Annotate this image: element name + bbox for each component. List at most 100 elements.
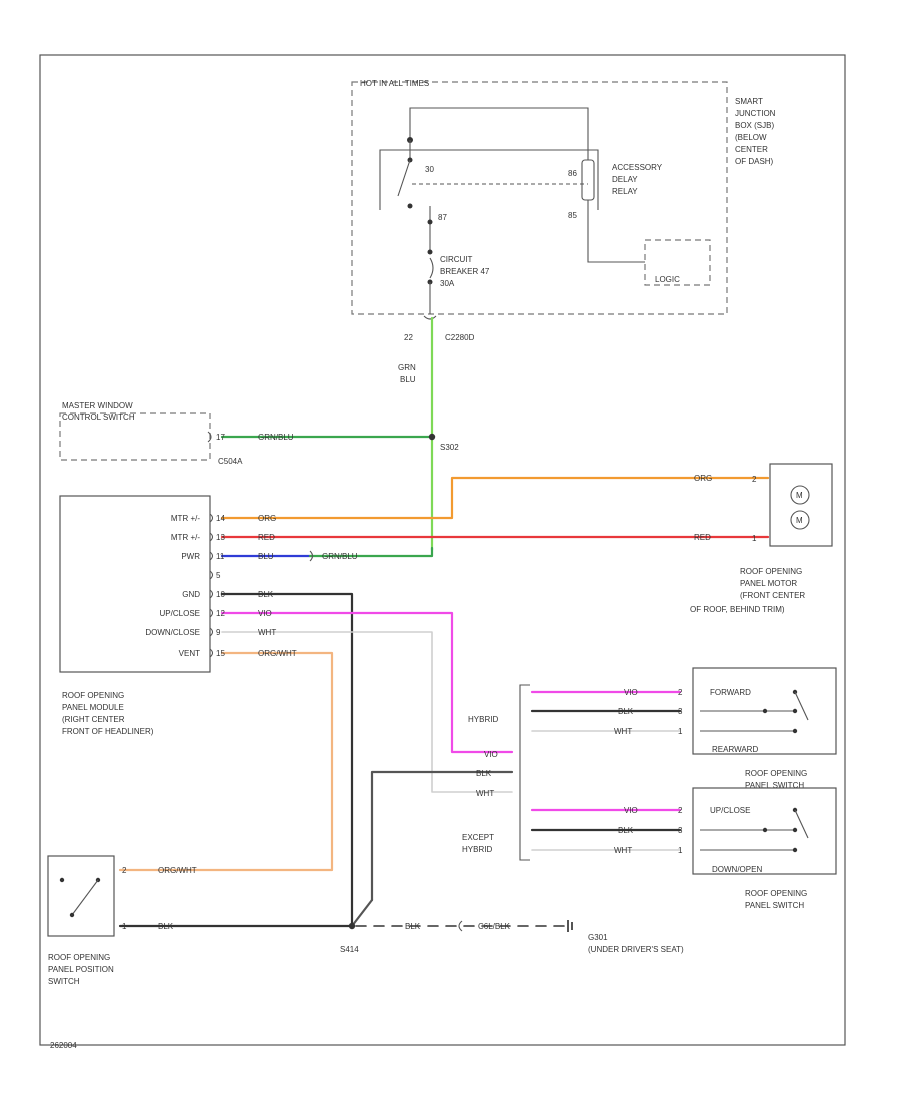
wire-org <box>220 476 770 520</box>
wire-label-blu: BLU <box>400 375 416 384</box>
module-pin-connector-icon <box>209 648 214 658</box>
motor-name-1: ROOF OPENING <box>740 567 802 576</box>
splice-s302-label: S302 <box>440 443 459 452</box>
wires: GRN BLU S302 GRN/BLU ORG ORG RED RED BLU… <box>118 316 770 954</box>
wire-label-org-wht-2: ORG/WHT <box>158 866 197 875</box>
hybrid-wire-wht: WHT <box>614 727 632 736</box>
wire-label-blu-pwr: BLU <box>258 552 274 561</box>
master-window-switch: MASTER WINDOW CONTROL SWITCH 17 C504A <box>59 401 243 466</box>
except-hybrid-roof-switch: VIO BLK WHT 2 3 1 UP/CLOSE DOWN/OPEN ROO… <box>530 787 837 910</box>
module-pin-connector-icon <box>209 532 214 542</box>
hybrid-roof-switch: VIO BLK WHT 2 3 1 FORWARD REARWARD ROOF … <box>530 667 837 790</box>
except-upclose-label: UP/CLOSE <box>710 806 750 815</box>
roof-panel-position-switch: 2 1 ROOF OPENING PANEL POSITION SWITCH <box>47 855 127 986</box>
module-pin-number: 9 <box>216 628 221 637</box>
master-switch-pin: 17 <box>216 433 225 442</box>
module-name-4: FRONT OF HEADLINER) <box>62 727 154 736</box>
motor-name-3: (FRONT CENTER <box>740 591 805 600</box>
relay-coil-icon <box>581 159 595 201</box>
master-switch-connector: C504A <box>218 457 243 466</box>
ground-connector-label: C6L/BLK <box>478 922 511 931</box>
module-pin-connector-icon <box>209 608 214 618</box>
except-downopen-label: DOWN/OPEN <box>712 865 762 874</box>
pin-87-label: 87 <box>438 213 447 222</box>
splice-s414-label: S414 <box>340 945 359 954</box>
hybrid-switch-contact-icon <box>794 691 809 721</box>
logic-box <box>644 239 711 286</box>
hot-at-all-times-label: HOT IN ALL TIMES <box>360 79 429 88</box>
module-pin-label: DOWN/CLOSE <box>145 628 200 637</box>
module-pin-number: 12 <box>216 609 225 618</box>
motor-symbol-top: M <box>796 491 803 500</box>
wire-label-grn: GRN <box>398 363 416 372</box>
except-wire-wht: WHT <box>614 846 632 855</box>
hybrid-label: HYBRID <box>468 715 498 724</box>
hybrid-pin-1: 2 <box>678 688 683 697</box>
relay-contact-arm <box>397 159 411 197</box>
sjb-name-3: BOX (SJB) <box>735 121 774 130</box>
except-pin-3: 1 <box>678 846 683 855</box>
motor-name-2: PANEL MOTOR <box>740 579 797 588</box>
wire-blk-gnd <box>220 592 354 928</box>
wire-label-grn-blu-2: GRN/BLU <box>322 552 358 561</box>
hybrid-switch-name-1: ROOF OPENING <box>745 769 807 778</box>
splice-s414-dot <box>348 922 356 930</box>
hybrid-switch-name-2: PANEL SWITCH <box>745 781 804 790</box>
roof-panel-motor: 2 1 M M ROOF OPENING PANEL MOTOR (FRONT … <box>690 463 833 614</box>
sjb-name-4: (BELOW <box>735 133 767 142</box>
sjb-name-1: SMART <box>735 97 763 106</box>
breaker-label-3: 30A <box>440 279 455 288</box>
ground-name-2: (UNDER DRIVER'S SEAT) <box>588 945 684 954</box>
module-pin-label: PWR <box>181 552 200 561</box>
except-wire-vio: VIO <box>624 806 638 815</box>
pin-85-label: 85 <box>568 211 577 220</box>
hybrid-pin-2: 3 <box>678 707 683 716</box>
module-pin-label: GND <box>182 590 200 599</box>
module-pin-number: 14 <box>216 514 225 523</box>
logic-label: LOGIC <box>655 275 680 284</box>
position-switch-pin-1: 1 <box>122 922 127 931</box>
except-switch-name-2: PANEL SWITCH <box>745 901 804 910</box>
module-name-3: (RIGHT CENTER <box>62 715 125 724</box>
ground-wire-label: BLK <box>405 922 421 931</box>
motor-icon-bottom <box>790 510 810 530</box>
hybrid-forward-label: FORWARD <box>710 688 751 697</box>
module-pin-connector-icon <box>209 589 214 599</box>
module-pin-connector-icon <box>209 570 214 580</box>
wire-label-org-2: ORG <box>694 474 712 483</box>
hybrid-rearward-label: REARWARD <box>712 745 758 754</box>
module-name-1: ROOF OPENING <box>62 691 124 700</box>
module-name-2: PANEL MODULE <box>62 703 124 712</box>
breaker-label-2: BREAKER 47 <box>440 267 490 276</box>
wire-label-wht-2: WHT <box>476 789 494 798</box>
position-switch-contact-icon <box>71 879 99 916</box>
smart-junction-box: HOT IN ALL TIMES SMART JUNCTION BOX (SJB… <box>351 79 776 342</box>
module-pin-label: VENT <box>179 649 200 658</box>
module-pin-number: 5 <box>216 571 221 580</box>
relay-label-2: DELAY <box>612 175 638 184</box>
motor-pin-1: 1 <box>752 534 757 543</box>
wire-label-vio-1: VIO <box>258 609 272 618</box>
except-wire-blk: BLK <box>618 826 634 835</box>
module-pin-label: MTR +/- <box>171 533 200 542</box>
position-switch-pin-2: 2 <box>122 866 127 875</box>
sjb-name-6: OF DASH) <box>735 157 774 166</box>
hybrid-wire-blk: BLK <box>618 707 634 716</box>
wire-label-blk-3: BLK <box>158 922 174 931</box>
except-label-2: HYBRID <box>462 845 492 854</box>
wire-label-org-wht-1: ORG/WHT <box>258 649 297 658</box>
sjb-name-2: JUNCTION <box>735 109 776 118</box>
motor-pin-2: 2 <box>752 475 757 484</box>
master-switch-name-2: CONTROL SWITCH <box>62 413 135 422</box>
wire-label-org-1: ORG <box>258 514 276 523</box>
motor-name-4: OF ROOF, BEHIND TRIM) <box>690 605 785 614</box>
wire-label-blk-1: BLK <box>258 590 274 599</box>
module-pin-number: 11 <box>216 552 225 561</box>
except-label-1: EXCEPT <box>462 833 494 842</box>
position-switch-name-1: ROOF OPENING <box>48 953 110 962</box>
position-switch-name-2: PANEL POSITION <box>48 965 114 974</box>
pin-86-label: 86 <box>568 169 577 178</box>
connector-c2280d-icon <box>423 315 437 320</box>
ground-name-1: G301 <box>588 933 608 942</box>
